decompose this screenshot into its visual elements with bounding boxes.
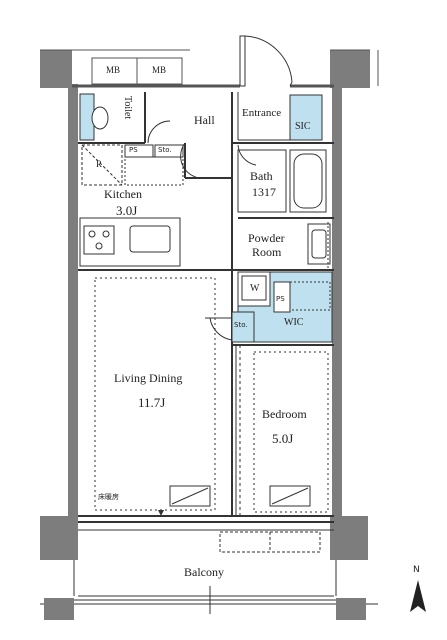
- bedroom-label: Bedroom: [262, 407, 307, 421]
- kitchen-fixtures: [79, 144, 184, 267]
- washer-label: W: [250, 283, 260, 294]
- wall-column-top-right: [330, 50, 370, 88]
- living-dining-area: 11.7J: [138, 395, 166, 410]
- bath-size: 1317: [252, 185, 276, 199]
- sic-label: SIC: [295, 121, 311, 132]
- powder-room-label-2: Room: [252, 245, 282, 259]
- interior-doors: [147, 120, 257, 341]
- balcony-structure: [40, 529, 378, 614]
- ps-wic-label: PS: [276, 295, 285, 303]
- toilet-label: Toilet: [122, 96, 133, 120]
- heating-panels: [169, 485, 311, 507]
- compass: [410, 580, 426, 612]
- floor-heating-note: 床暖房: [98, 493, 119, 501]
- entrance-label: Entrance: [242, 107, 282, 119]
- powder-room-label-1: Powder: [248, 231, 285, 245]
- interior-walls: [78, 92, 334, 523]
- washer-area: [237, 271, 331, 313]
- wall-left: [68, 84, 78, 516]
- compass-north-label: N: [413, 565, 420, 575]
- wall-column-top-left: [40, 50, 72, 88]
- living-dashed-boundary: [94, 277, 329, 513]
- bath-label: Bath: [250, 169, 273, 183]
- exterior-walls: [40, 50, 370, 620]
- bath-tub: [237, 149, 327, 213]
- refrigerator-label: R: [96, 159, 103, 169]
- balcony-post-left: [44, 598, 74, 620]
- mb-label-left: MB: [106, 65, 121, 75]
- kitchen-label: Kitchen: [104, 187, 142, 201]
- sto-kitchen-label: Sto.: [158, 146, 172, 154]
- sic-fill: [289, 94, 323, 141]
- sto-bedroom-label: Sto.: [234, 321, 248, 329]
- ps-kitchen-label: PS: [129, 146, 138, 154]
- living-dining-label: Living Dining: [114, 371, 183, 385]
- powder-sink: [307, 222, 331, 268]
- wic-label: WIC: [284, 317, 304, 328]
- wall-right: [332, 84, 342, 516]
- corridor-lines: [40, 49, 379, 86]
- wall-column-bottom-left: [40, 516, 78, 560]
- heating-marker: [158, 510, 164, 516]
- entrance-door: [239, 35, 293, 87]
- sto-bedroom-fill: [231, 311, 255, 343]
- wall-column-bottom-right: [330, 516, 368, 560]
- kitchen-area: 3.0J: [116, 203, 138, 218]
- balcony-post-right: [336, 598, 366, 620]
- hall-label: Hall: [194, 113, 215, 127]
- mb-label-right: MB: [152, 65, 167, 75]
- toilet-fixture: [91, 106, 109, 130]
- north-arrow-icon: [410, 580, 426, 612]
- balcony-label: Balcony: [184, 565, 224, 579]
- bedroom-area: 5.0J: [272, 431, 294, 446]
- sliding-partition: [235, 345, 241, 516]
- entrance-details: [237, 92, 290, 141]
